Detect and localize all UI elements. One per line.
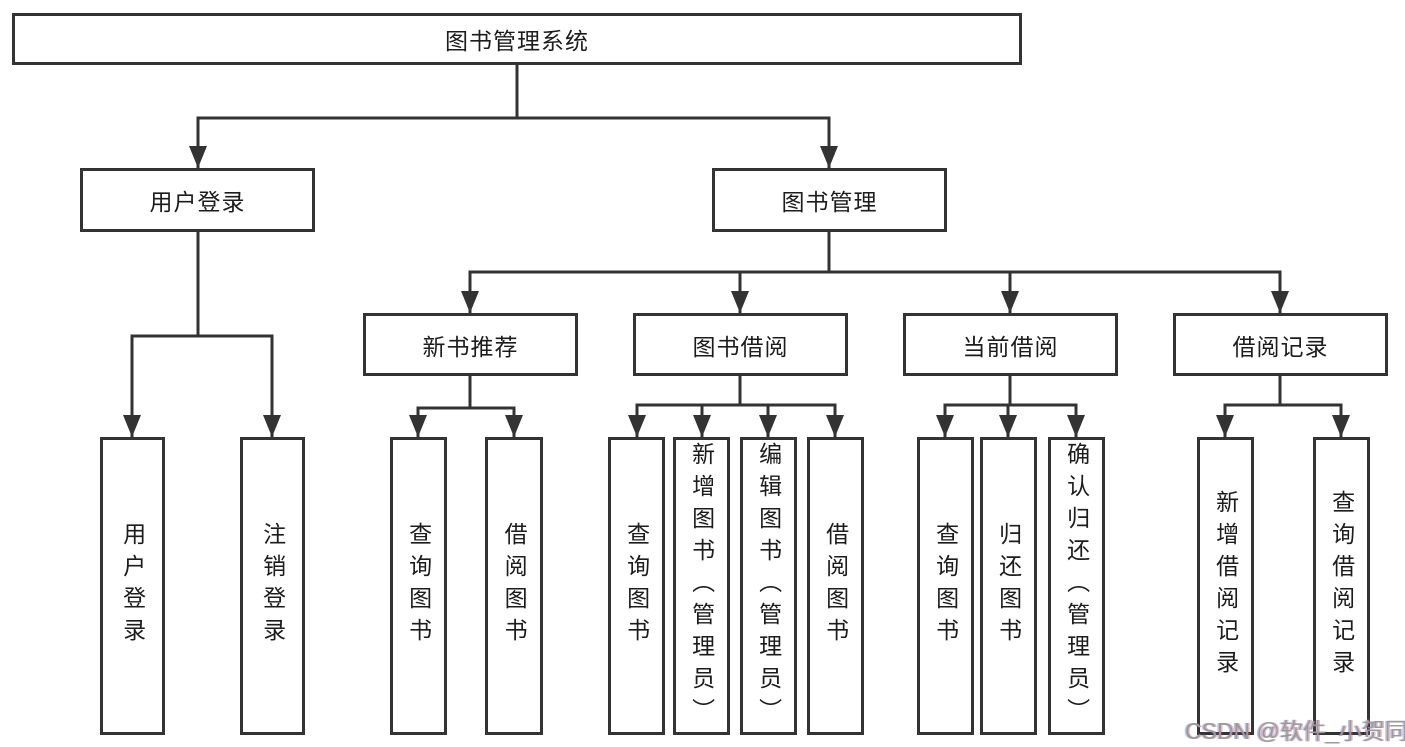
node-leaf-add-borrow-record: 新增借阅记录 [1197, 437, 1254, 735]
node-new-book-recommend: 新书推荐 [363, 313, 578, 376]
node-user-login: 用户登录 [80, 168, 315, 232]
node-leaf-borrow-book-borrowing: 借阅图书 [807, 437, 864, 735]
node-system-root: 图书管理系统 [12, 13, 1022, 65]
node-leaf-borrow-book-recommend: 借阅图书 [485, 437, 543, 735]
node-book-management: 图书管理 [712, 168, 947, 232]
node-leaf-edit-book-admin: 编辑图书（管理员） [740, 437, 797, 735]
node-label: 查询借阅记录 [1328, 490, 1355, 682]
node-leaf-user-login: 用户登录 [100, 437, 165, 735]
node-leaf-query-borrow-record: 查询借阅记录 [1313, 437, 1370, 735]
node-label: 借阅图书 [501, 522, 528, 650]
node-label: 新增借阅记录 [1212, 490, 1239, 682]
node-borrowing-records: 借阅记录 [1173, 313, 1388, 376]
csdn-watermark: CSDN @软件_小贺同学 [1185, 718, 1405, 744]
node-label: 用户登录 [119, 522, 146, 650]
node-leaf-add-book-admin: 新增图书（管理员） [673, 437, 730, 735]
node-label: 归还图书 [995, 522, 1022, 650]
node-leaf-query-book-current: 查询图书 [917, 437, 974, 735]
node-leaf-return-book: 归还图书 [980, 437, 1037, 735]
node-leaf-logout: 注销登录 [240, 437, 305, 735]
node-leaf-query-book-recommend: 查询图书 [390, 437, 447, 735]
node-label: 确认归还（管理员） [1063, 442, 1090, 730]
node-label: 注销登录 [259, 522, 286, 650]
node-label: 借阅图书 [822, 522, 849, 650]
node-label: 编辑图书（管理员） [755, 442, 782, 730]
node-label: 查询图书 [932, 522, 959, 650]
node-book-borrowing: 图书借阅 [633, 313, 848, 376]
node-leaf-query-book-borrowing: 查询图书 [608, 437, 665, 735]
node-leaf-confirm-return-admin: 确认归还（管理员） [1048, 437, 1105, 735]
node-current-borrowing: 当前借阅 [903, 313, 1118, 376]
node-label: 查询图书 [623, 522, 650, 650]
node-label: 新增图书（管理员） [688, 442, 715, 730]
node-label: 查询图书 [405, 522, 432, 650]
